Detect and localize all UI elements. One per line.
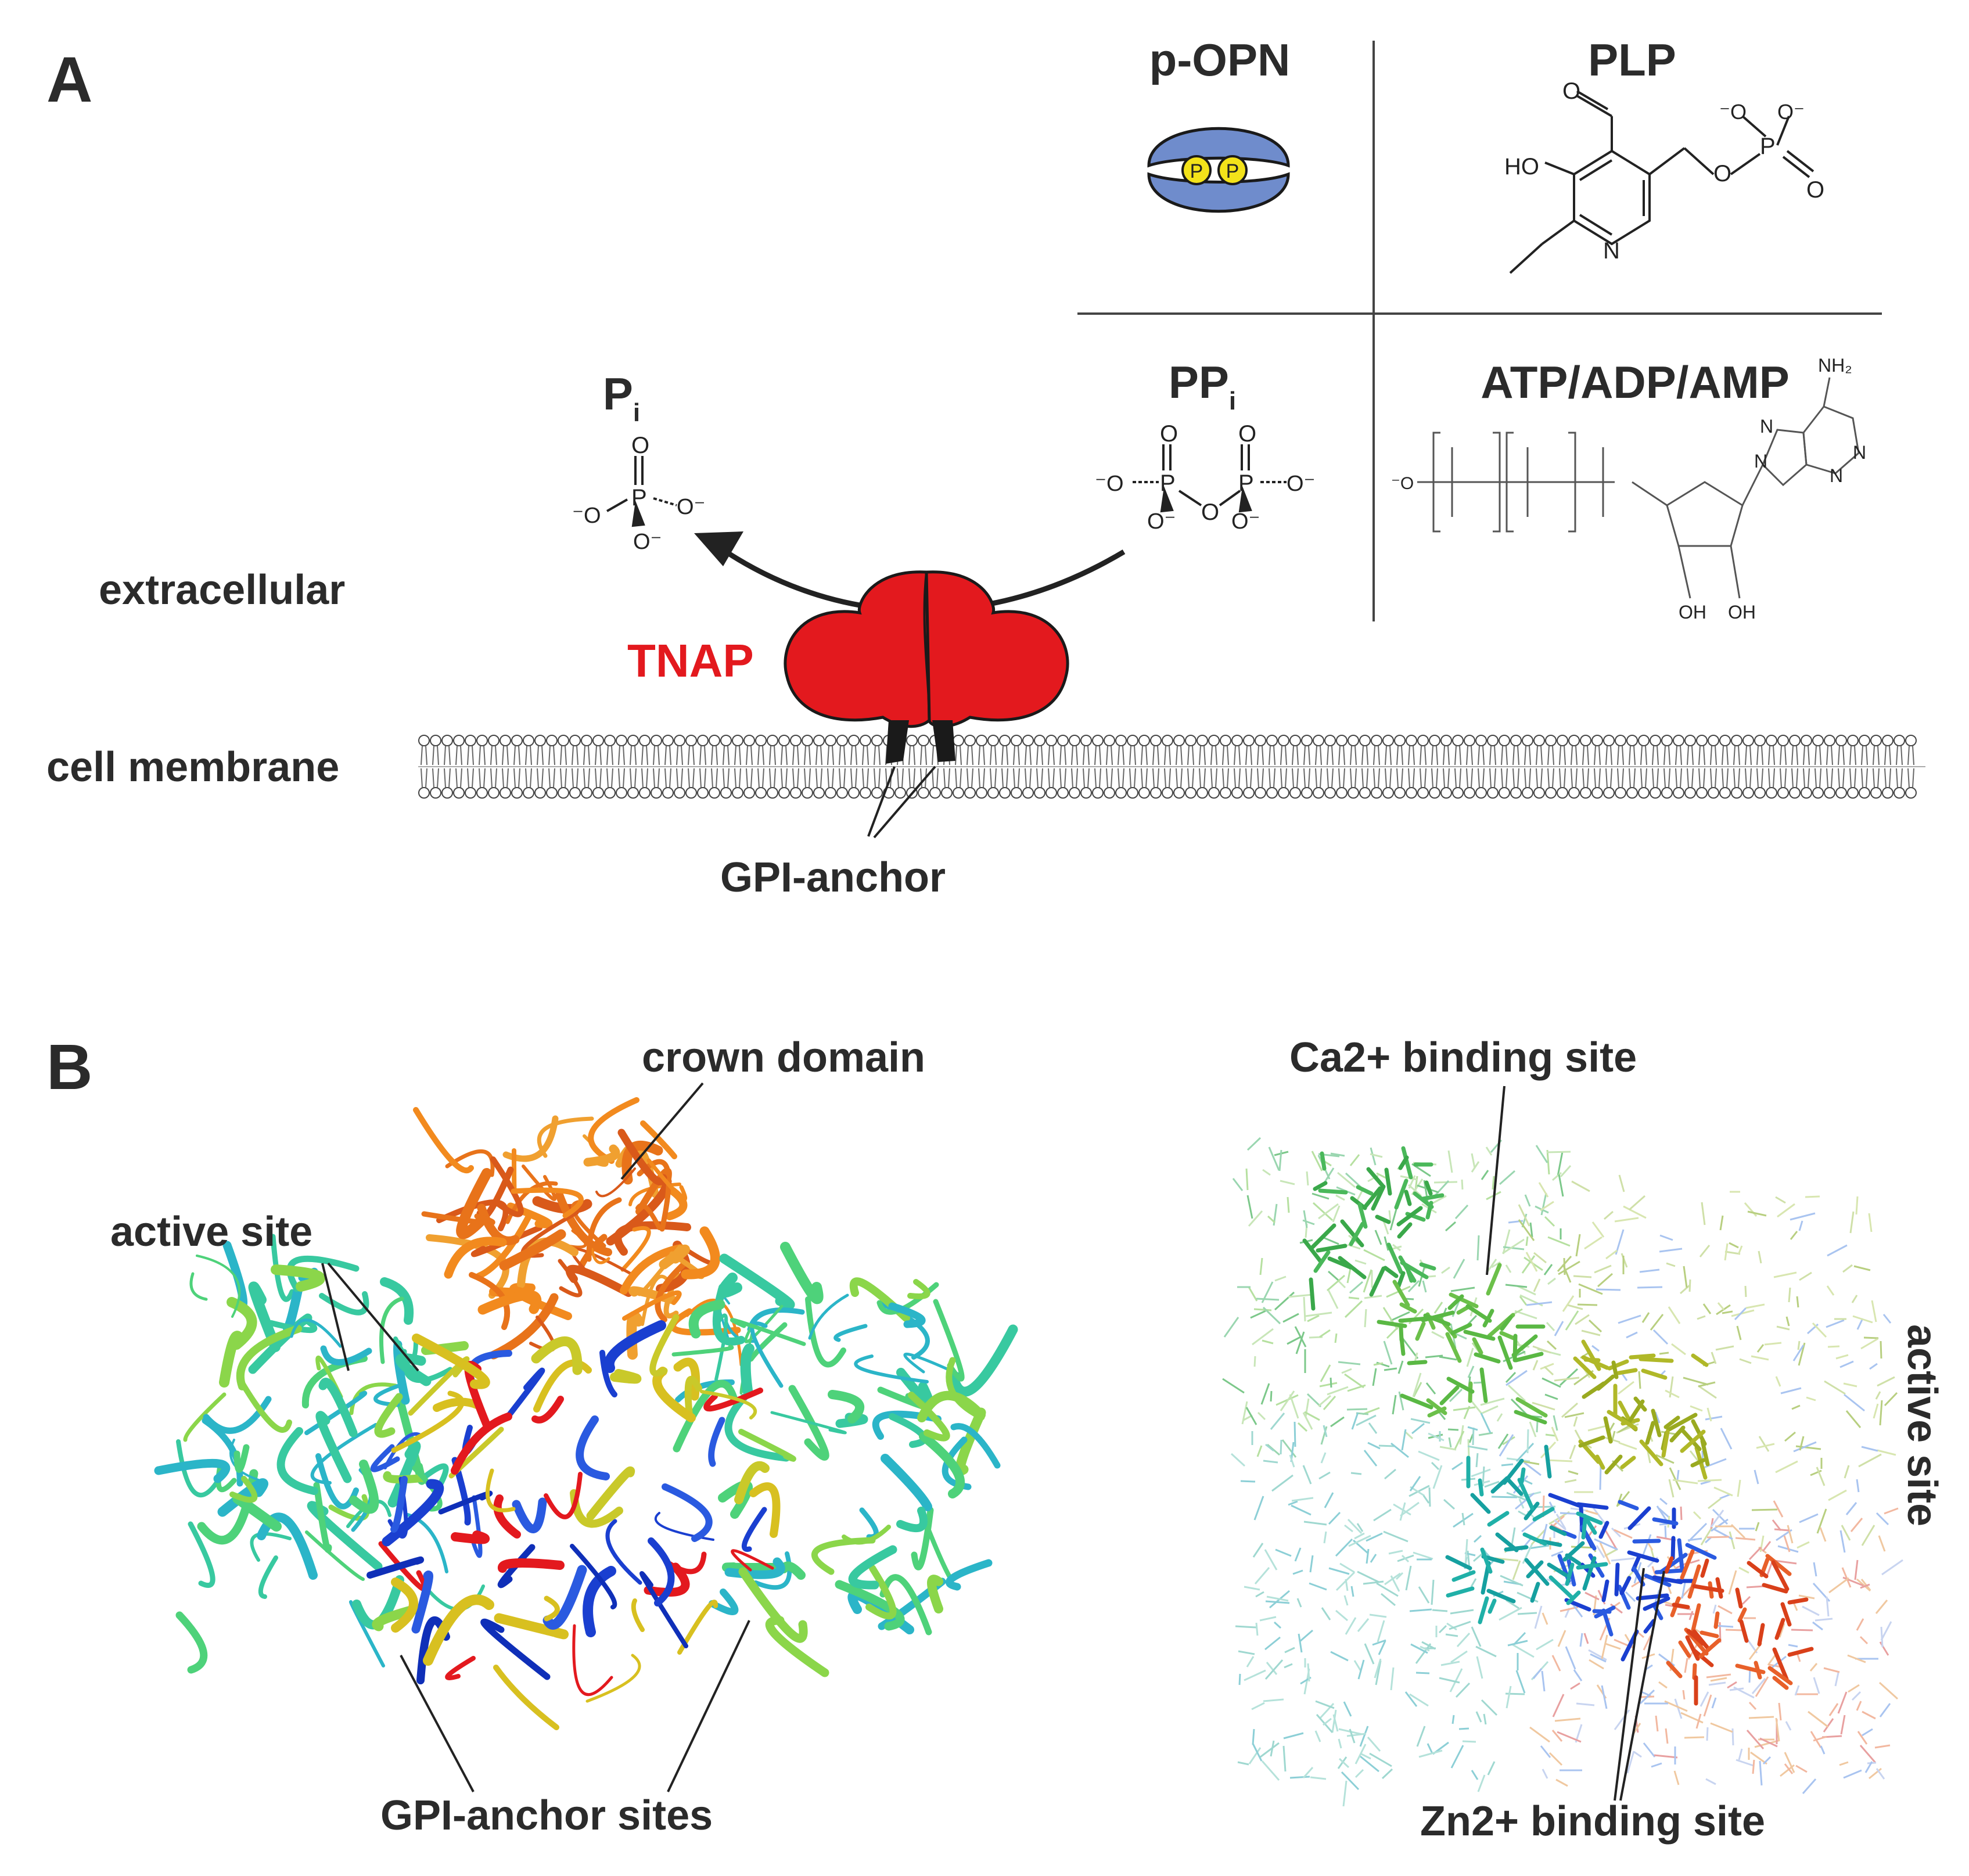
active-site-left-label: active site	[110, 1209, 312, 1255]
gpi-anchor-label: GPI-anchor	[720, 854, 946, 901]
cell-membrane-label: cell membrane	[46, 744, 339, 790]
pi-o-left: ⁻O	[572, 504, 601, 528]
ppi-o-left: ⁻O	[1095, 472, 1124, 496]
pi-o-right: O⁻	[677, 495, 706, 519]
gpi-anchor-right	[932, 720, 955, 762]
tnap-enzyme	[784, 570, 1069, 764]
active-site-right-label: active site	[1899, 1324, 1945, 1526]
pi-o-top: O	[631, 433, 649, 458]
atp-nh2: NH₂	[1818, 355, 1852, 376]
atp-n-1: N	[1754, 451, 1767, 472]
panel-b: B crown domain active site GPI-anchor si…	[46, 1032, 1945, 1845]
ppi-p-1: P	[1160, 470, 1176, 496]
atp-structure	[1417, 377, 1860, 599]
ppi-o-bridge: O	[1201, 499, 1219, 525]
panel-a-letter: A	[46, 44, 92, 116]
ppi-o-bottom-1: O⁻	[1147, 509, 1176, 534]
atp-n-2: N	[1760, 416, 1773, 437]
gpi-site-pointer-1	[400, 1655, 475, 1792]
atp-ominus: ⁻O	[1391, 474, 1414, 493]
atp-oh-2: OH	[1728, 602, 1756, 623]
gpi-anchor-left	[886, 720, 909, 764]
plp-o-ester: O	[1713, 161, 1731, 186]
ppi-o-bottom-2: O⁻	[1231, 509, 1260, 534]
ppi-o-top-1: O	[1160, 421, 1178, 447]
active-site-pointer-2	[327, 1262, 419, 1372]
plp-ho: HO	[1504, 154, 1539, 179]
atp-label: ATP/ADP/AMP	[1481, 357, 1790, 408]
panel-b-letter: B	[46, 1032, 92, 1103]
plp-p: P	[1760, 134, 1776, 159]
zn-site-pointer-2	[1619, 1570, 1665, 1801]
gpi-anchor-sites-label: GPI-anchor sites	[380, 1792, 713, 1839]
crown-domain-pointer	[620, 1082, 704, 1180]
plp-n: N	[1603, 238, 1620, 264]
reaction-arrowhead	[694, 531, 743, 566]
active-site-pointer-1	[321, 1263, 350, 1371]
ca-binding-site-label: Ca2+ binding site	[1289, 1034, 1637, 1081]
protein-ribbon-structure	[154, 1097, 1018, 1730]
popn-p-right: P	[1226, 160, 1239, 182]
ppi-o-right: O⁻	[1287, 472, 1316, 496]
atp-oh-1: OH	[1679, 602, 1706, 623]
plp-o-double: O	[1806, 177, 1824, 203]
zn-binding-site-label: Zn2+ binding site	[1420, 1798, 1765, 1845]
pi-o-bottom: O⁻	[633, 530, 662, 554]
plp-o-minus-2: O⁻	[1777, 100, 1805, 124]
pi-p: P	[631, 485, 647, 511]
ppi-structure	[1133, 444, 1287, 513]
plp-label: PLP	[1588, 34, 1676, 85]
ppi-label: PPi	[1169, 357, 1236, 415]
active-site-stick-model	[1222, 1137, 1903, 1807]
atp-n-4: N	[1830, 465, 1843, 486]
popn-icon: P P	[1147, 127, 1290, 213]
plp-structure	[1509, 90, 1815, 274]
atp-n-3: N	[1853, 442, 1866, 463]
ppi-p-2: P	[1238, 470, 1254, 496]
plp-o-minus-1: ⁻O	[1719, 100, 1747, 124]
gpi-site-pointer-2	[667, 1620, 750, 1792]
pi-structure	[606, 456, 677, 527]
tnap-label: TNAP	[627, 635, 754, 687]
popn-label: p-OPN	[1149, 34, 1291, 85]
plp-o-aldehyde: O	[1562, 78, 1580, 104]
panel-a: A p-OPN P P PLP	[46, 34, 1925, 901]
extracellular-label: extracellular	[99, 567, 345, 613]
zn-site-pointer-1	[1614, 1568, 1645, 1801]
popn-p-left: P	[1190, 160, 1203, 182]
gpi-pointer-right	[873, 766, 936, 839]
crown-domain-label: crown domain	[642, 1034, 925, 1081]
ppi-o-top-2: O	[1238, 421, 1256, 447]
gpi-pointer-left	[867, 766, 896, 837]
ca-site-pointer	[1486, 1086, 1506, 1275]
cell-membrane	[418, 735, 1925, 799]
pi-label: Pi	[603, 368, 640, 427]
